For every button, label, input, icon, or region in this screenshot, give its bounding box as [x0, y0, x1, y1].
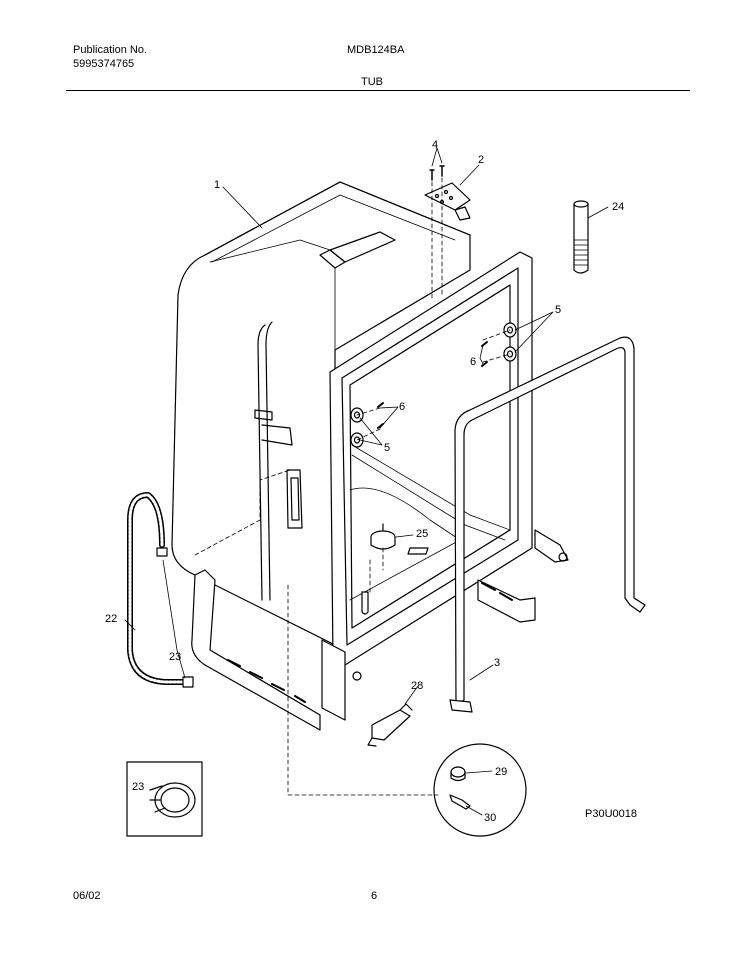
callout-30: 30 [484, 812, 496, 824]
callout-1: 1 [214, 179, 220, 191]
leader-lines [124, 147, 609, 816]
callout-6-left: 6 [399, 401, 405, 413]
base-frame [191, 569, 513, 731]
publication-number: 5995374765 [73, 58, 135, 70]
callout-23-inset: 23 [132, 781, 144, 793]
callout-6-right: 6 [470, 356, 476, 368]
tub-bracket [424, 182, 471, 221]
callout-22: 22 [105, 613, 117, 625]
publication-label: Publication No. [73, 44, 147, 56]
float-assembly [361, 523, 429, 615]
tub-front-frame [321, 251, 569, 721]
page-number: 6 [371, 890, 378, 902]
door-switch [367, 703, 413, 747]
top-screws [429, 165, 445, 181]
callout-23: 23 [169, 651, 181, 663]
header-divider [66, 90, 690, 91]
clamp-detail-inset [126, 761, 203, 837]
callout-2: 2 [478, 154, 484, 166]
callout-3: 3 [494, 657, 500, 669]
section-title: TUB [361, 76, 383, 88]
callout-28: 28 [411, 680, 423, 692]
tub-body [171, 181, 471, 646]
callout-5-right: 5 [555, 304, 561, 316]
callout-4: 4 [432, 139, 438, 151]
model-number: MDB124BA [347, 44, 405, 56]
callout-numbers: 1 2 4 24 5 6 6 5 25 22 23 3 28 29 30 23 … [105, 139, 637, 824]
callout-29: 29 [495, 766, 507, 778]
footer-date: 06/02 [73, 890, 101, 902]
callout-24: 24 [612, 201, 624, 213]
callout-25: 25 [416, 528, 428, 540]
reference-lines [194, 177, 511, 796]
drawing-code: P30U0018 [585, 808, 637, 820]
vent-tube [573, 200, 589, 274]
drain-hose [127, 492, 194, 688]
switch-detail-inset [433, 743, 527, 837]
callout-5-left: 5 [384, 442, 390, 454]
door-gasket [449, 336, 646, 713]
